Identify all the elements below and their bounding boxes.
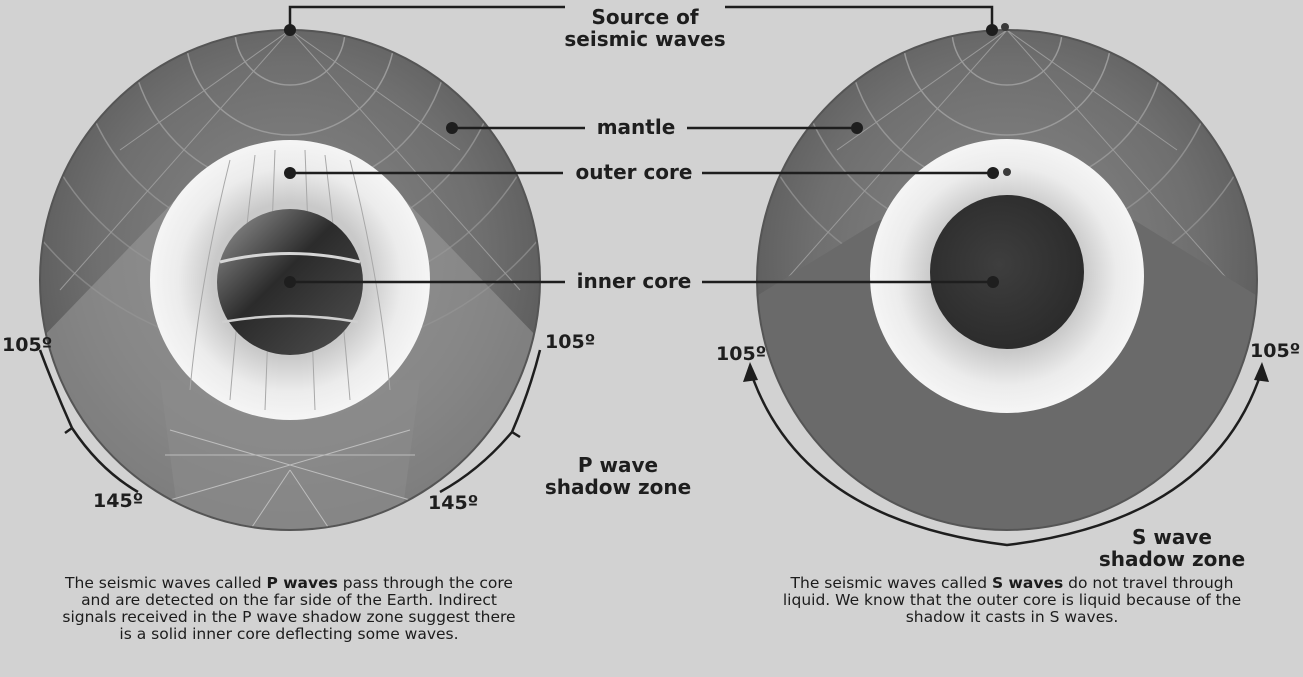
p-shadow-line1: P wave: [577, 453, 659, 477]
s-shadow-line2: shadow zone: [1098, 547, 1246, 571]
s-caption: The seismic waves called S waves do not …: [777, 575, 1247, 626]
p-shadow-brackets: [38, 349, 542, 494]
p-wave-earth: [39, 29, 541, 531]
s-shadow-zone-label: S wave shadow zone: [1099, 526, 1245, 570]
p-caption: The seismic waves called P waves pass th…: [54, 575, 524, 643]
p-angle-right-bottom: 145º: [428, 492, 479, 514]
inner-core-label: inner core: [576, 269, 692, 293]
p-caption-part2: pass through the core and are detected o…: [62, 574, 516, 643]
leader-lines: [288, 5, 994, 284]
p-caption-bold: P waves: [266, 574, 338, 592]
mantle-label: mantle: [596, 115, 676, 139]
source-label-line2: seismic waves: [564, 27, 726, 51]
s-caption-bold: S waves: [991, 574, 1064, 592]
s-caption-part2: do not travel through liquid. We know th…: [782, 574, 1242, 626]
outer-core-label: outer core: [575, 160, 693, 184]
s-angle-left: 105º: [716, 343, 767, 365]
s-caption-part1: The seismic waves called: [790, 574, 992, 592]
p-angle-right-top: 105º: [545, 331, 596, 353]
p-angle-left-top: 105º: [2, 334, 53, 356]
leader-dots: [284, 23, 1011, 288]
p-shadow-zone-label: P wave shadow zone: [545, 454, 691, 498]
s-wave-earth: [756, 29, 1258, 531]
p-angle-left-bottom: 145º: [93, 490, 144, 512]
s-inner-core: [930, 195, 1084, 349]
p-shadow-line2: shadow zone: [544, 475, 692, 499]
s-angle-right: 105º: [1250, 340, 1301, 362]
p-caption-part1: The seismic waves called: [65, 574, 267, 592]
s-shadow-line1: S wave: [1132, 525, 1212, 549]
s-shadow-arrowheads: [743, 362, 1269, 382]
s-shadow-arc: [748, 369, 1264, 547]
source-label-line1: Source of: [591, 5, 699, 29]
source-label: Source of seismic waves: [564, 6, 725, 50]
